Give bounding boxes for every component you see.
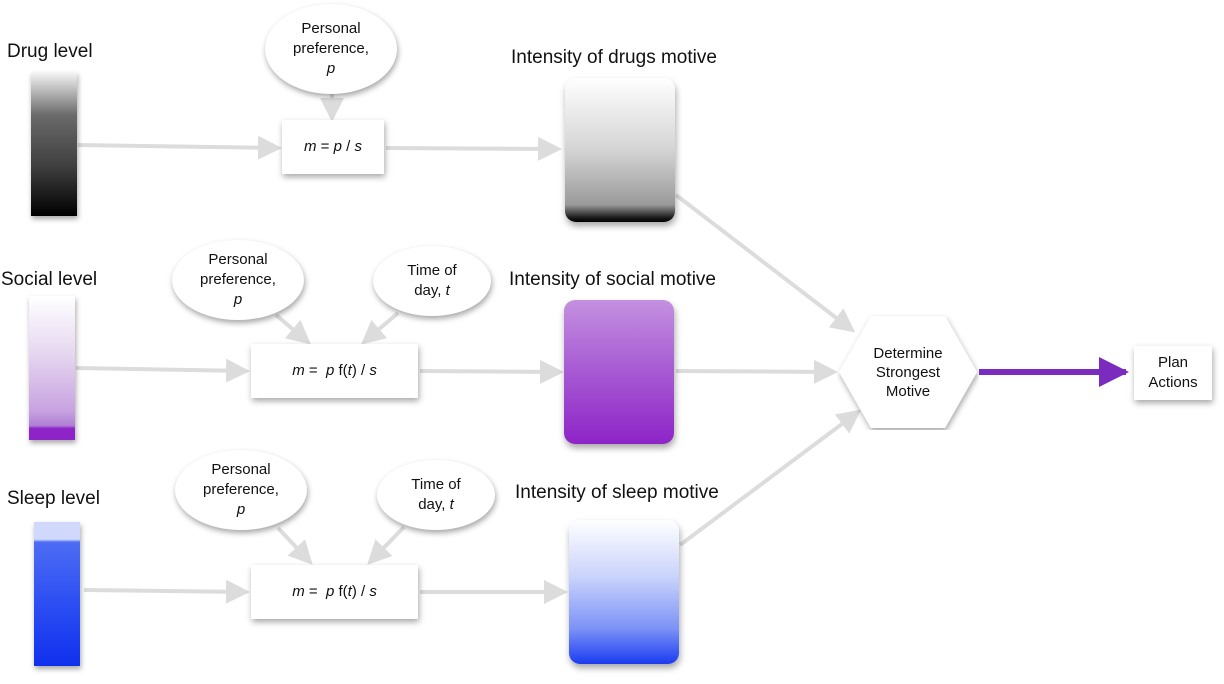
formula-m: m (292, 583, 305, 600)
arrow-drug-formula-to-intensity (385, 136, 562, 161)
social-level-label: Social level (1, 269, 98, 290)
sleep-intensity-box (569, 520, 679, 664)
preference-variable: p (236, 501, 246, 518)
arrow-drug-intensity-to-decision (674, 193, 856, 333)
formula-divide: / (341, 138, 355, 155)
formula-t: t (347, 362, 352, 379)
sleep-level-bar (34, 522, 80, 666)
decision-label: Determine Strongest Motive (837, 314, 979, 430)
preference-line2: preference, (203, 481, 279, 498)
time-line2: day, (414, 282, 446, 299)
formula-t: t (347, 583, 352, 600)
plan-line1: Plan (1157, 354, 1189, 371)
formula-f: f( (334, 362, 348, 379)
preference-line1: Personal (211, 461, 271, 478)
time-line2: day, (418, 496, 450, 513)
drug-intensity-label: Intensity of drugs motive (511, 47, 717, 68)
sleep-intensity-label: Intensity of sleep motive (515, 482, 719, 503)
decision-line1: Determine (873, 344, 943, 362)
arrow-drug-level-to-formula (77, 135, 282, 160)
formula-m: m (304, 138, 317, 155)
decision-line2: Strongest (875, 363, 941, 381)
drug-level-bar (31, 72, 77, 216)
formula-m: m (292, 362, 305, 379)
preference-line1: Personal (208, 251, 268, 268)
sleep-formula-box: m = p f(t) / s (251, 565, 418, 619)
formula-p: p (325, 362, 335, 379)
formula-s: s (354, 138, 362, 155)
formula-s: s (369, 583, 377, 600)
arrow-social-formula-to-intensity (419, 359, 564, 384)
sleep-time-ellipse: Time of day, t (377, 460, 495, 530)
preference-line2: preference, (293, 40, 369, 57)
arrow-sleep-time-to-formula (367, 525, 406, 565)
formula-equals: = (304, 583, 326, 600)
social-intensity-label: Intensity of social motive (509, 269, 716, 290)
social-formula-box: m = p f(t) / s (251, 344, 418, 398)
drug-preference-ellipse: Personal preference, p (265, 4, 397, 94)
sleep-preference-ellipse: Personal preference, p (175, 450, 307, 530)
drug-formula-box: m = p / s (282, 120, 384, 174)
arrow-sleep-pref-to-formula (276, 526, 313, 565)
plan-line2: Actions (1148, 374, 1198, 391)
formula-p: p (333, 138, 342, 155)
arrow-social-level-to-formula (75, 358, 250, 383)
drug-level-label: Drug level (7, 41, 93, 62)
social-level-bar (29, 296, 75, 440)
arrow-social-intensity-to-decision (675, 359, 838, 384)
preference-variable: p (326, 60, 336, 77)
arrow-sleep-level-to-formula (83, 579, 250, 604)
formula-equals: = (316, 138, 334, 155)
decision-line3: Motive (885, 382, 931, 400)
formula-s: s (369, 362, 377, 379)
social-time-ellipse: Time of day, t (373, 246, 491, 316)
social-intensity-box (564, 300, 674, 444)
plan-actions-box: Plan Actions (1134, 346, 1212, 400)
drug-intensity-box (565, 78, 675, 222)
arrow-social-pref-to-formula (274, 313, 312, 345)
formula-f: f( (334, 583, 348, 600)
formula-p: p (325, 583, 335, 600)
time-variable: t (449, 496, 454, 513)
arrow-sleep-intensity-to-decision (678, 409, 862, 547)
social-preference-ellipse: Personal preference, p (172, 240, 304, 320)
arrow-social-time-to-formula (360, 311, 400, 345)
time-variable: t (445, 282, 450, 299)
decision-hexagon (839, 316, 977, 428)
sleep-level-label: Sleep level (7, 488, 100, 509)
preference-variable: p (233, 291, 243, 308)
preference-line1: Personal (301, 20, 361, 37)
formula-divide: ) / (351, 362, 370, 379)
formula-equals: = (304, 362, 326, 379)
time-line1: Time of (407, 262, 457, 279)
formula-divide: ) / (351, 583, 370, 600)
preference-line2: preference, (200, 271, 276, 288)
time-line1: Time of (411, 476, 461, 493)
